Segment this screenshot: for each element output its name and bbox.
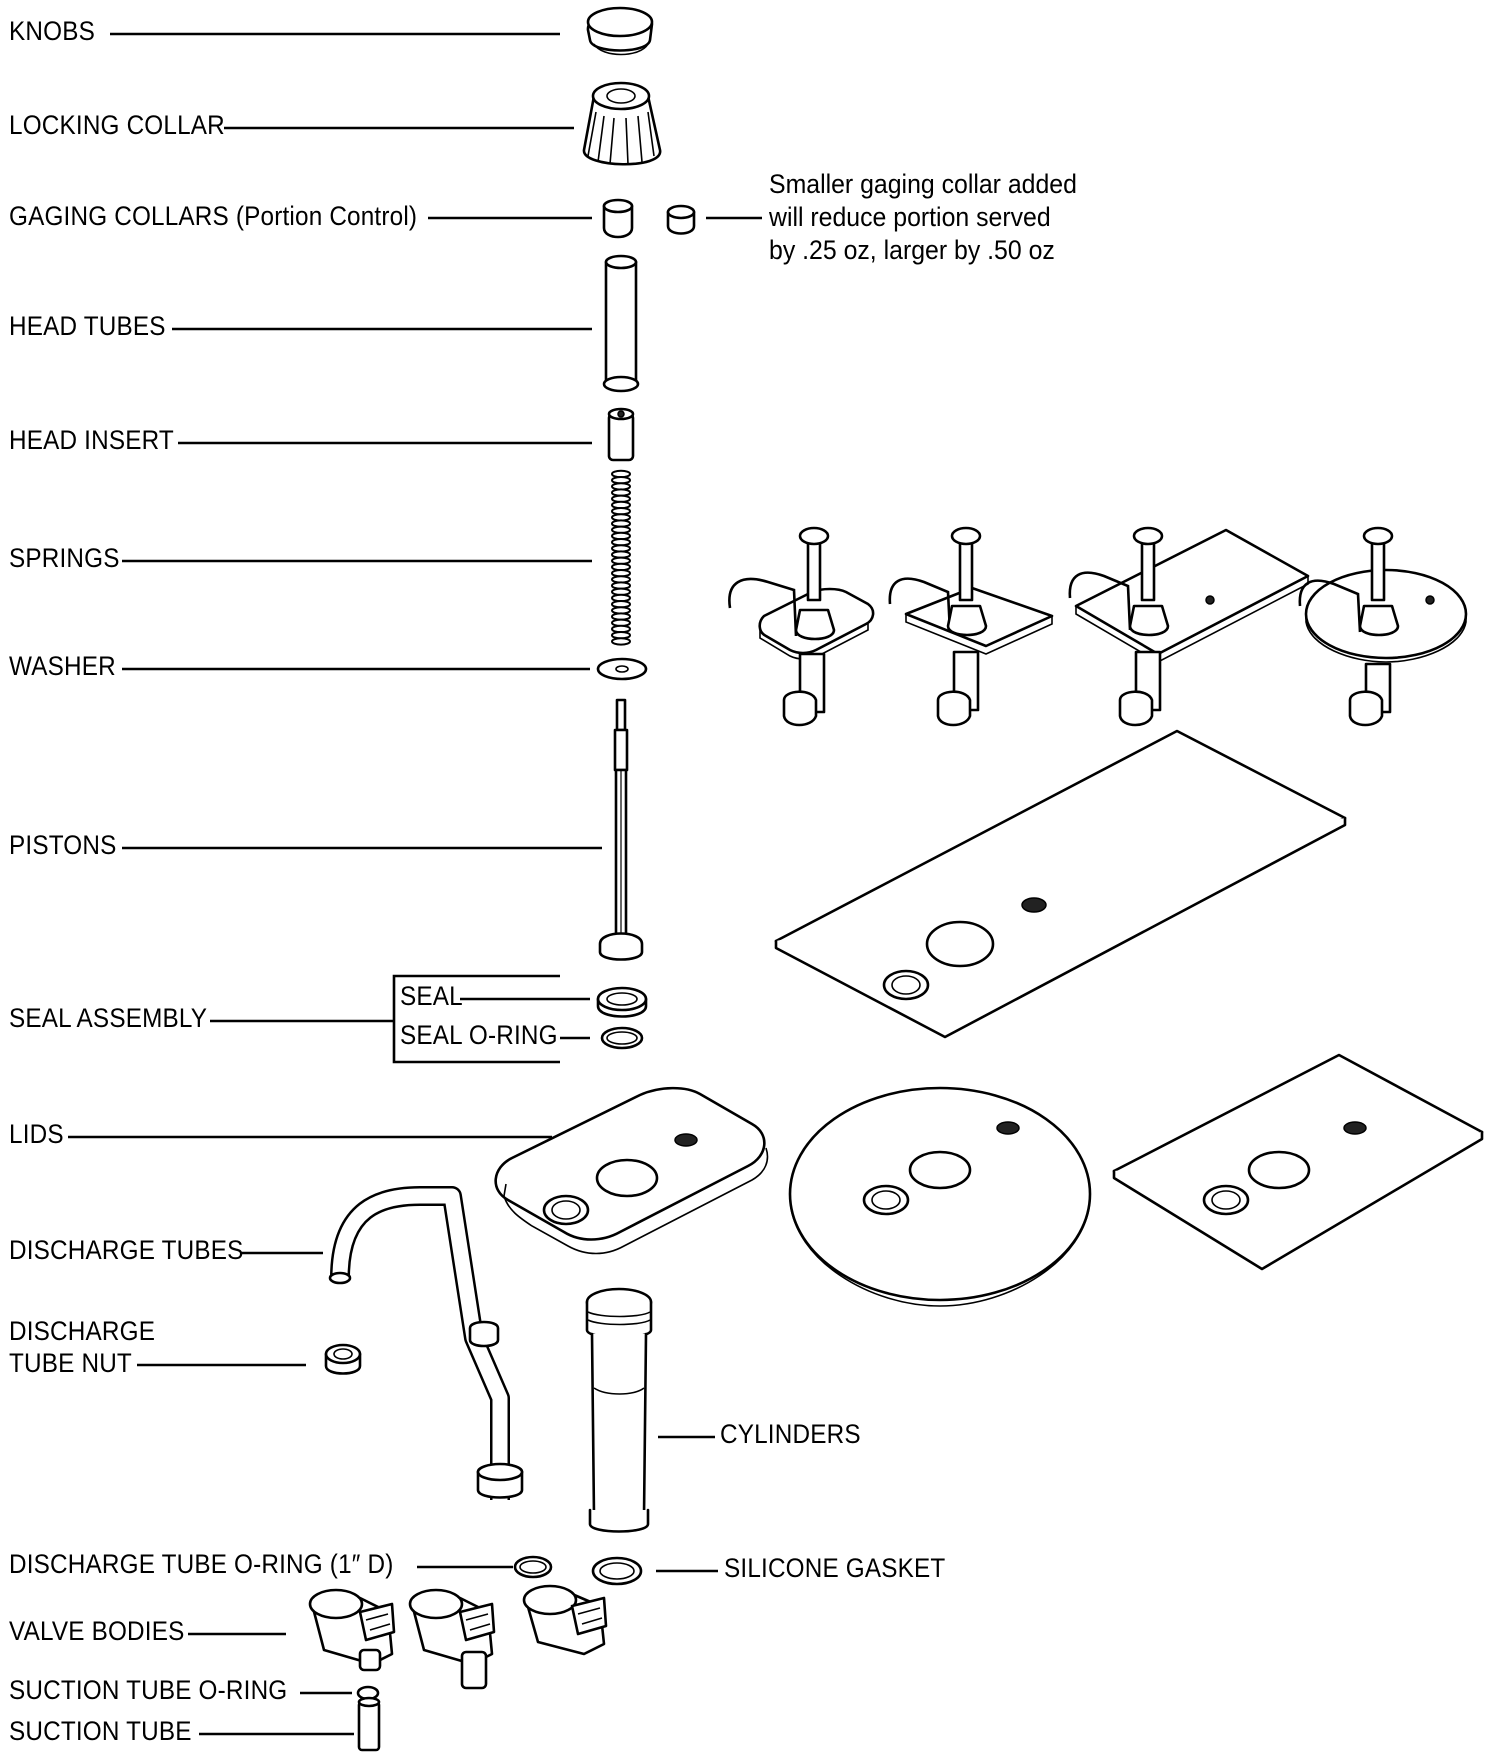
piston-part <box>598 698 644 961</box>
label-head-tubes: HEAD TUBES <box>9 311 166 341</box>
valve-body-1-part <box>308 1588 396 1672</box>
assembled-pump-disc-lid <box>1298 526 1468 727</box>
label-seal: SEAL <box>400 981 463 1011</box>
assembled-pump-round-lid <box>728 526 875 727</box>
seal-o-ring-part <box>600 1026 644 1050</box>
knob-part <box>586 6 654 56</box>
cylinder-part <box>585 1287 653 1533</box>
label-pistons: PISTONS <box>9 830 117 860</box>
note-line-1: Smaller gaging collar added <box>769 169 1077 199</box>
square-lid-part <box>1112 1053 1484 1271</box>
label-valve-bodies: VALVE BODIES <box>9 1616 185 1646</box>
valve-body-2-part <box>408 1588 496 1690</box>
discharge-tube-o-ring-part <box>513 1555 553 1579</box>
spring-part <box>611 469 631 646</box>
large-rectangular-lid-part <box>774 729 1347 1039</box>
discharge-tube-nut-part <box>324 1343 362 1375</box>
round-lid-part <box>788 1086 1092 1307</box>
label-head-insert: HEAD INSERT <box>9 425 174 455</box>
valve-body-3-part <box>522 1584 608 1656</box>
suction-tube-part <box>357 1696 381 1752</box>
label-locking-collar: LOCKING COLLAR <box>9 110 225 140</box>
assembled-pump-long-rect-lid <box>1068 526 1310 727</box>
spring-coil <box>611 637 631 646</box>
rounded-lid-part <box>494 1086 769 1255</box>
label-seal-assembly: SEAL ASSEMBLY <box>9 1003 208 1033</box>
note-line-2: will reduce portion served <box>769 202 1051 232</box>
label-washer: WASHER <box>9 651 116 681</box>
seal-part <box>596 986 648 1018</box>
head-insert-part <box>607 407 635 462</box>
leader-lines <box>68 32 762 1736</box>
locking-collar-part <box>582 81 662 166</box>
label-silicone-gasket: SILICONE GASKET <box>724 1553 946 1583</box>
silicone-gasket-part <box>591 1556 643 1586</box>
label-seal-o-ring: SEAL O-RING <box>400 1020 558 1050</box>
discharge-tube-part <box>328 1186 524 1500</box>
assembled-pump-rect-lid <box>888 526 1054 727</box>
label-cylinders: CYLINDERS <box>720 1419 861 1449</box>
label-gaging-collars: GAGING COLLARS (Portion Control) <box>9 201 418 231</box>
head-tube-part <box>602 254 640 393</box>
label-knobs: KNOBS <box>9 16 95 46</box>
label-springs: SPRINGS <box>9 543 120 573</box>
label-suction-tube-o-ring: SUCTION TUBE O-RING <box>9 1675 288 1705</box>
label-suction-tube: SUCTION TUBE <box>9 1716 192 1746</box>
washer-part <box>596 657 648 681</box>
label-lids: LIDS <box>9 1119 64 1149</box>
label-discharge-tubes: DISCHARGE TUBES <box>9 1235 244 1265</box>
gaging-collars-part <box>602 198 696 239</box>
label-discharge-tube-nut-2: TUBE NUT <box>9 1348 132 1378</box>
note-line-3: by .25 oz, larger by .50 oz <box>769 235 1055 265</box>
label-discharge-tube-o-ring: DISCHARGE TUBE O-RING (1″ D) <box>9 1549 394 1579</box>
label-discharge-tube-nut-1: DISCHARGE <box>9 1316 156 1346</box>
